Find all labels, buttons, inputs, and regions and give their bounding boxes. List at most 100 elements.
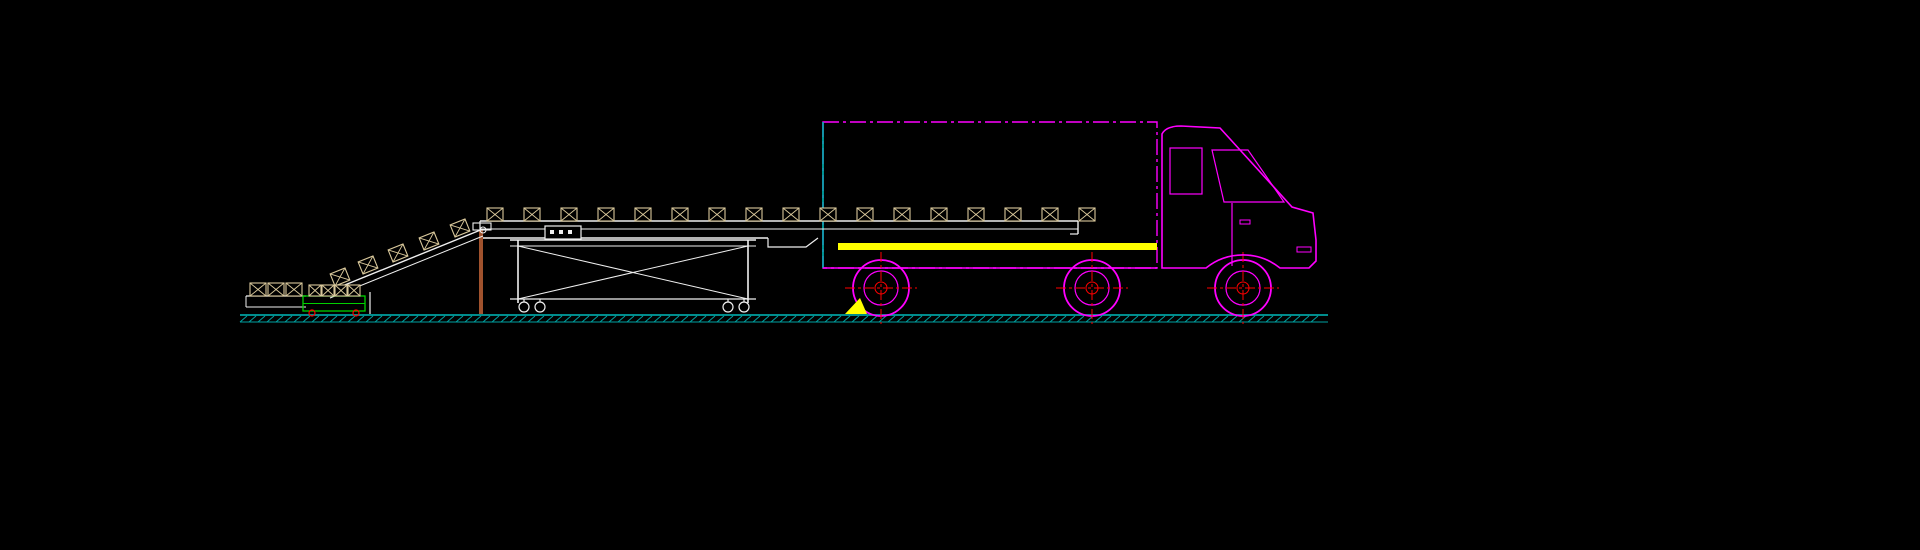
ground-hatch-tick <box>797 315 806 323</box>
ground-hatch-tick <box>1229 315 1238 323</box>
cargo-box <box>856 207 874 222</box>
truck <box>822 121 1279 324</box>
ground-hatch-tick <box>392 315 401 323</box>
ground-hatch-tick <box>788 315 797 323</box>
ground-hatch-tick <box>1274 315 1283 323</box>
ground-hatch-tick <box>743 315 752 323</box>
cab-outline-path <box>1161 125 1317 269</box>
cargo-boxes <box>249 207 1096 297</box>
ground-hatch-tick <box>950 315 959 323</box>
cargo-box-diagonal-2 <box>708 207 726 222</box>
ground-hatch-tick <box>428 315 437 323</box>
ground-hatch-tick <box>716 315 725 323</box>
ground-hatch-tick <box>302 315 311 323</box>
ground-hatch-tick <box>1112 315 1121 323</box>
ground-hatch-tick <box>482 315 491 323</box>
cargo-box <box>418 231 440 251</box>
ground-hatch-tick <box>896 315 905 323</box>
ground-hatch-tick <box>887 315 896 323</box>
ground-hatch-tick <box>563 315 572 323</box>
cab-rear-window <box>1169 147 1203 195</box>
caster-wheel <box>534 301 546 313</box>
cargo-box-diagonal-2 <box>1041 207 1059 222</box>
cargo-box-diagonal-2 <box>893 207 911 222</box>
ground-hatch-tick <box>707 315 716 323</box>
ground-hatch-tick <box>833 315 842 323</box>
ground-hatch-tick <box>518 315 527 323</box>
ground-hatch-tick <box>1013 315 1022 323</box>
ground-hatch-tick <box>464 315 473 323</box>
ground-hatch-tick <box>860 315 869 323</box>
infeed-platform <box>302 295 366 317</box>
ground-hatch-tick <box>1031 315 1040 323</box>
ground-hatch-tick <box>329 315 338 323</box>
ground-hatch-tick <box>959 315 968 323</box>
caster-wheel <box>518 301 530 313</box>
ground-hatch-tick <box>1202 315 1211 323</box>
ground-hatch-tick <box>473 315 482 323</box>
ground-hatch-tick <box>1220 315 1229 323</box>
cargo-box <box>321 284 335 297</box>
ground-hatch-tick <box>734 315 743 323</box>
cargo-box <box>357 255 379 275</box>
cargo-box-diagonal-2 <box>745 207 763 222</box>
ground-hatch-tick <box>698 315 707 323</box>
cargo-box <box>267 282 285 297</box>
cargo-box-diagonal-2 <box>392 243 404 263</box>
cargo-box-diagonal-2 <box>1004 207 1022 222</box>
truck-wheel <box>1207 252 1279 324</box>
ground-hatch-tick <box>266 315 275 323</box>
ground-hatch-tick <box>1058 315 1067 323</box>
truck-bed-rail <box>838 243 1157 250</box>
cargo-box <box>745 207 763 222</box>
cargo-box <box>708 207 726 222</box>
ground-hatch-tick <box>1265 315 1274 323</box>
ground-hatch-tick <box>383 315 392 323</box>
ground-hatch-tick <box>374 315 383 323</box>
cargo-box-diagonal-2 <box>819 207 837 222</box>
cargo-box-diagonal-2 <box>486 207 504 222</box>
cargo-box-diagonal-2 <box>634 207 652 222</box>
ground-hatch-tick <box>770 315 779 323</box>
ground-hatch-tick <box>536 315 545 323</box>
cargo-box-diagonal-2 <box>523 207 541 222</box>
ground-hatch-tick <box>410 315 419 323</box>
ground-hatch-tick <box>1121 315 1130 323</box>
ground-hatch-tick <box>725 315 734 323</box>
cargo-box <box>597 207 615 222</box>
ground-hatch-tick <box>689 315 698 323</box>
ground-hatch-tick <box>815 315 824 323</box>
ground-hatch-tick <box>914 315 923 323</box>
ground-hatch-tick <box>446 315 455 323</box>
ground-hatch-tick <box>1049 315 1058 323</box>
ground-hatch-tick <box>1283 315 1292 323</box>
ground-hatch-tick <box>680 315 689 323</box>
ground-hatch-tick <box>1256 315 1265 323</box>
ground-hatch-tick <box>500 315 509 323</box>
ground-hatch-tick <box>977 315 986 323</box>
cargo-box-diagonal-2 <box>249 282 267 297</box>
cargo-box <box>893 207 911 222</box>
ground-hatch-tick <box>1076 315 1085 323</box>
frame-cross-brace-2 <box>517 245 749 300</box>
cargo-box <box>782 207 800 222</box>
truck-cab <box>1161 125 1317 269</box>
ground-hatch-tick <box>923 315 932 323</box>
ground-hatch-tick <box>293 315 302 323</box>
ground-hatch-tick <box>968 315 977 323</box>
ground-hatch-tick <box>1310 315 1319 323</box>
ground-hatch-tick <box>320 315 329 323</box>
cargo-box-diagonal-2 <box>560 207 578 222</box>
cargo-box-diagonal-2 <box>334 284 348 297</box>
ground-hatch-tick <box>581 315 590 323</box>
ground-hatch-tick <box>347 315 356 323</box>
cargo-box <box>285 282 303 297</box>
ground-hatch-tick <box>824 315 833 323</box>
ground-hatch-tick <box>878 315 887 323</box>
cargo-box-diagonal-2 <box>597 207 615 222</box>
cab-door-handle <box>1239 219 1251 225</box>
ground-hatch-tick <box>635 315 644 323</box>
cargo-box <box>334 284 348 297</box>
